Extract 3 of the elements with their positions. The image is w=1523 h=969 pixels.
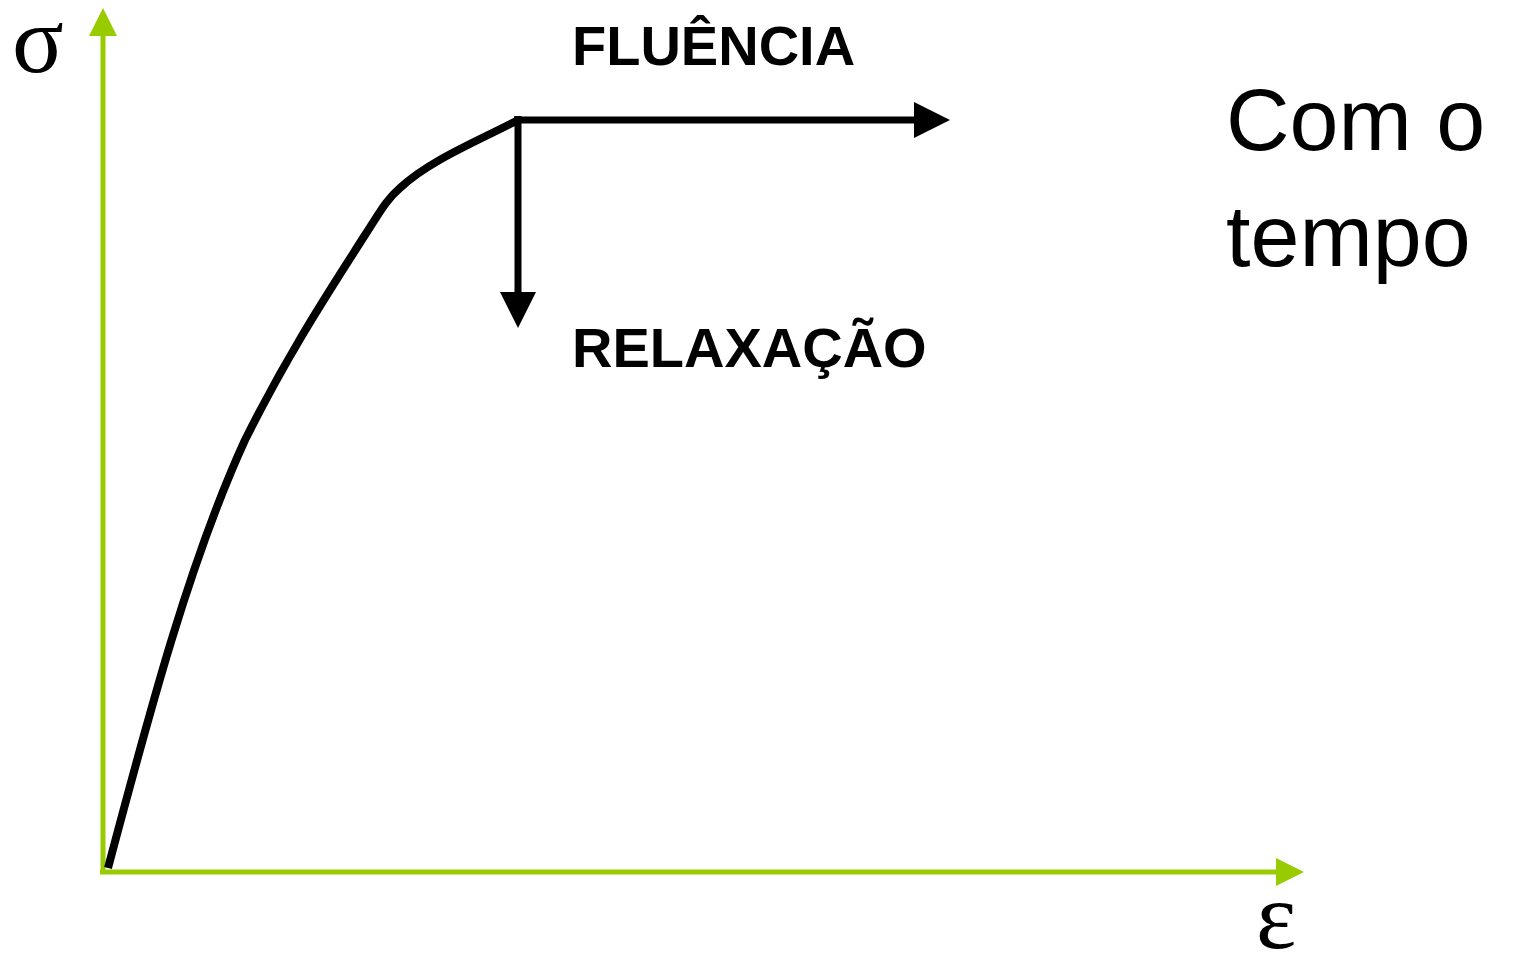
note-text: Com o tempo (1226, 69, 1487, 287)
axis-label: ε (1256, 868, 1297, 964)
axis-label: σ (12, 0, 64, 88)
